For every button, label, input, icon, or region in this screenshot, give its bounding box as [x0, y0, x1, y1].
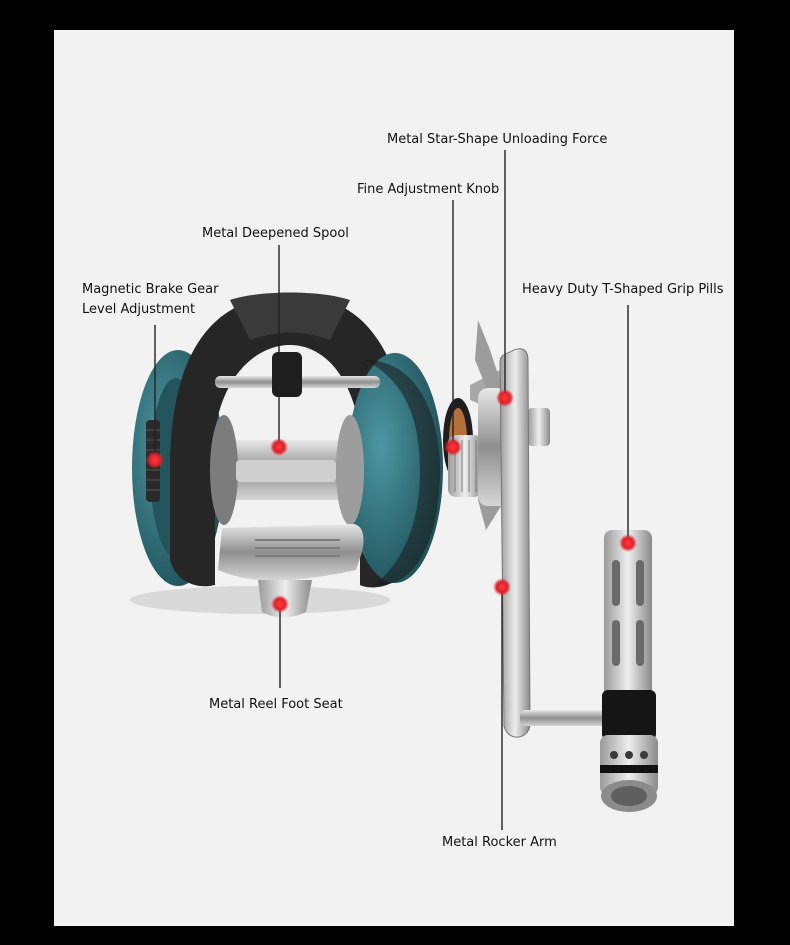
metal-spool: [210, 415, 364, 525]
line-guide: [272, 352, 302, 397]
label-t-shaped-grip: Heavy Duty T-Shaped Grip Pills: [522, 282, 724, 297]
hotspot-markers: [146, 389, 637, 613]
marker-spool: [270, 438, 288, 456]
label-fine-adjustment-knob: Fine Adjustment Knob: [357, 182, 500, 197]
marker-brake: [146, 451, 164, 469]
rocker-arm-shape: [499, 348, 531, 738]
label-metal-deepened-spool: Metal Deepened Spool: [202, 226, 349, 241]
marker-foot: [271, 595, 289, 613]
label-metal-reel-foot-seat: Metal Reel Foot Seat: [209, 697, 343, 712]
label-metal-rocker-arm: Metal Rocker Arm: [442, 835, 557, 850]
label-magnetic-brake-line2: Level Adjustment: [82, 302, 196, 317]
marker-star: [496, 389, 514, 407]
label-magnetic-brake-line1: Magnetic Brake Gear: [82, 282, 219, 297]
reel-right-side-plate: [347, 353, 443, 585]
marker-arm: [493, 578, 511, 596]
label-star-shape-unloading-force: Metal Star-Shape Unloading Force: [387, 132, 608, 147]
leader-lines: [154, 150, 629, 830]
marker-knob: [444, 438, 462, 456]
reel-frame: [170, 295, 410, 588]
thumb-bar: [218, 524, 364, 581]
handle-nut: [528, 408, 550, 446]
t-grip-shape: [600, 530, 658, 812]
grip-shaft: [520, 710, 620, 726]
reel-shadow: [130, 586, 390, 614]
marker-grip: [619, 534, 637, 552]
